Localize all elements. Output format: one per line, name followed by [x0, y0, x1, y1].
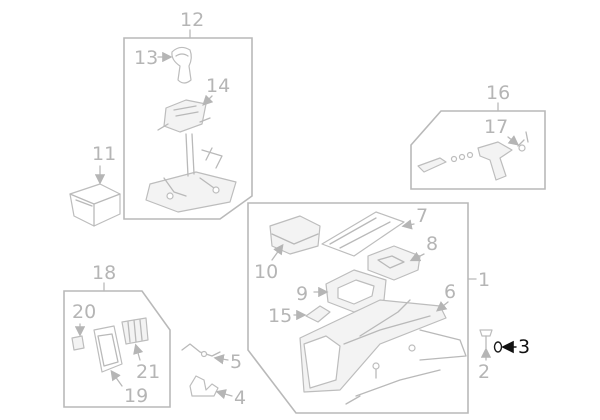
bin-door-part	[93, 325, 123, 373]
shift-boot-part	[157, 99, 211, 133]
shift-knob-part	[171, 46, 192, 84]
small-plate-part	[305, 305, 331, 323]
linkage-part	[417, 131, 529, 181]
callout-3-highlighted: 3	[518, 336, 530, 358]
callout-2: 2	[478, 361, 490, 383]
storage-tray-part	[69, 183, 121, 227]
group-box-18	[63, 282, 171, 408]
switch-panel-part	[367, 245, 421, 281]
callout-4: 4	[234, 387, 246, 409]
callout-10: 10	[254, 261, 278, 283]
callout-21: 21	[136, 361, 160, 383]
callout-18: 18	[92, 262, 116, 284]
callout-17: 17	[484, 116, 508, 138]
console-body-part	[299, 299, 467, 405]
bolt-part	[479, 329, 493, 349]
callout-20: 20	[72, 301, 96, 323]
callout-15: 15	[268, 305, 292, 327]
callout-7: 7	[416, 205, 428, 227]
grille-part	[121, 317, 149, 345]
callout-5: 5	[230, 351, 242, 373]
callout-1: 1	[478, 269, 490, 291]
callout-9: 9	[296, 283, 308, 305]
callout-6: 6	[444, 281, 456, 303]
armrest-lid-part	[269, 215, 321, 255]
callout-19: 19	[124, 385, 148, 407]
bracket-part	[189, 375, 219, 397]
group-box-12	[123, 29, 253, 220]
shifter-bezel-part	[325, 269, 387, 313]
callout-14: 14	[206, 75, 230, 97]
callout-13: 13	[134, 47, 158, 69]
wire-clip-part	[181, 343, 221, 358]
small-clip-part	[71, 335, 85, 351]
callout-11: 11	[92, 143, 116, 165]
group-box-1	[247, 202, 477, 414]
callout-16: 16	[486, 82, 510, 104]
group-box-16	[410, 102, 546, 190]
callout-12: 12	[180, 9, 204, 31]
clip-part-highlighted	[493, 341, 503, 353]
shifter-base-part	[145, 133, 237, 213]
callout-8: 8	[426, 233, 438, 255]
